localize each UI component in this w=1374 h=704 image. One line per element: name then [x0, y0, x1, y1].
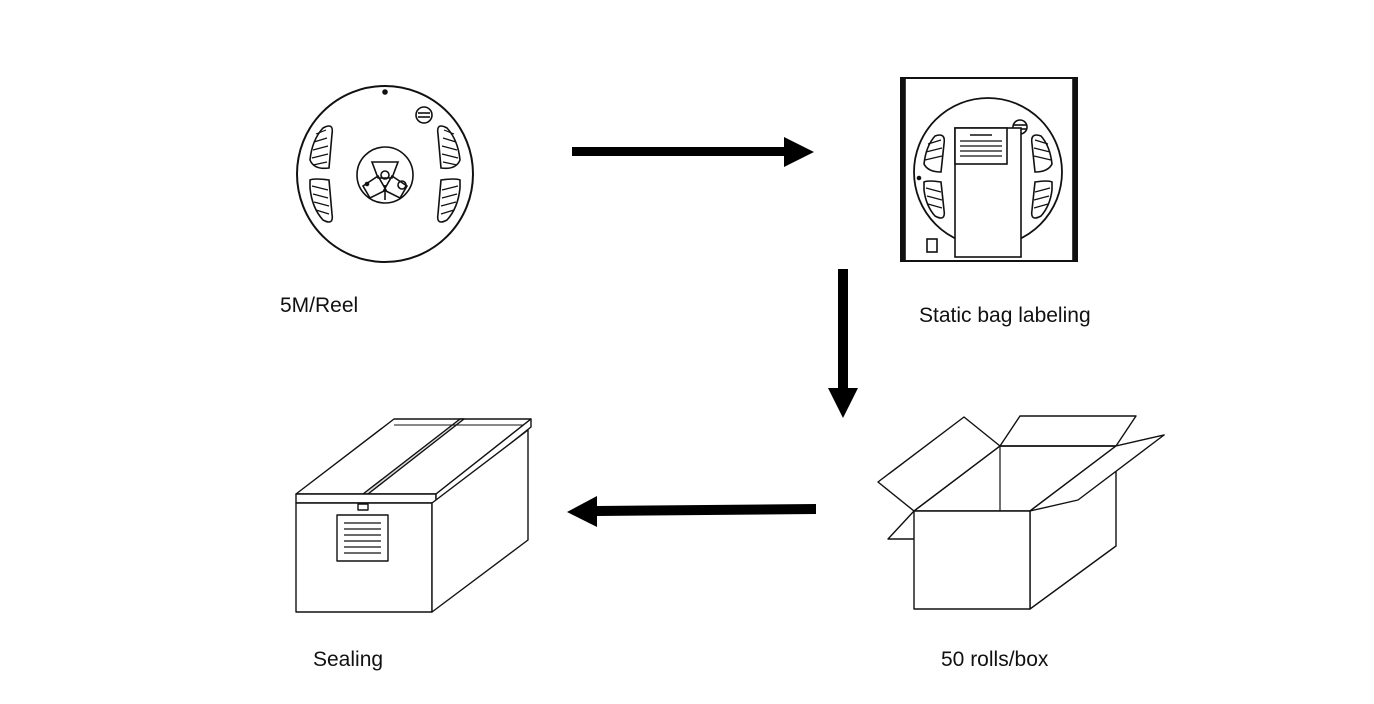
arrow-right-icon: [572, 137, 814, 167]
reel-caption: 5M/Reel: [280, 294, 359, 317]
arrow-left-icon: [567, 496, 816, 527]
reel-icon: [296, 85, 474, 263]
arrow-down-icon: [828, 269, 858, 418]
sealed-box-icon: [295, 418, 532, 613]
static-bag-icon: [900, 77, 1078, 262]
box-caption: 50 rolls/box: [941, 648, 1049, 671]
static-bag-caption: Static bag labeling: [919, 304, 1091, 327]
open-box-icon: [877, 415, 1165, 610]
sealing-caption: Sealing: [313, 648, 384, 671]
